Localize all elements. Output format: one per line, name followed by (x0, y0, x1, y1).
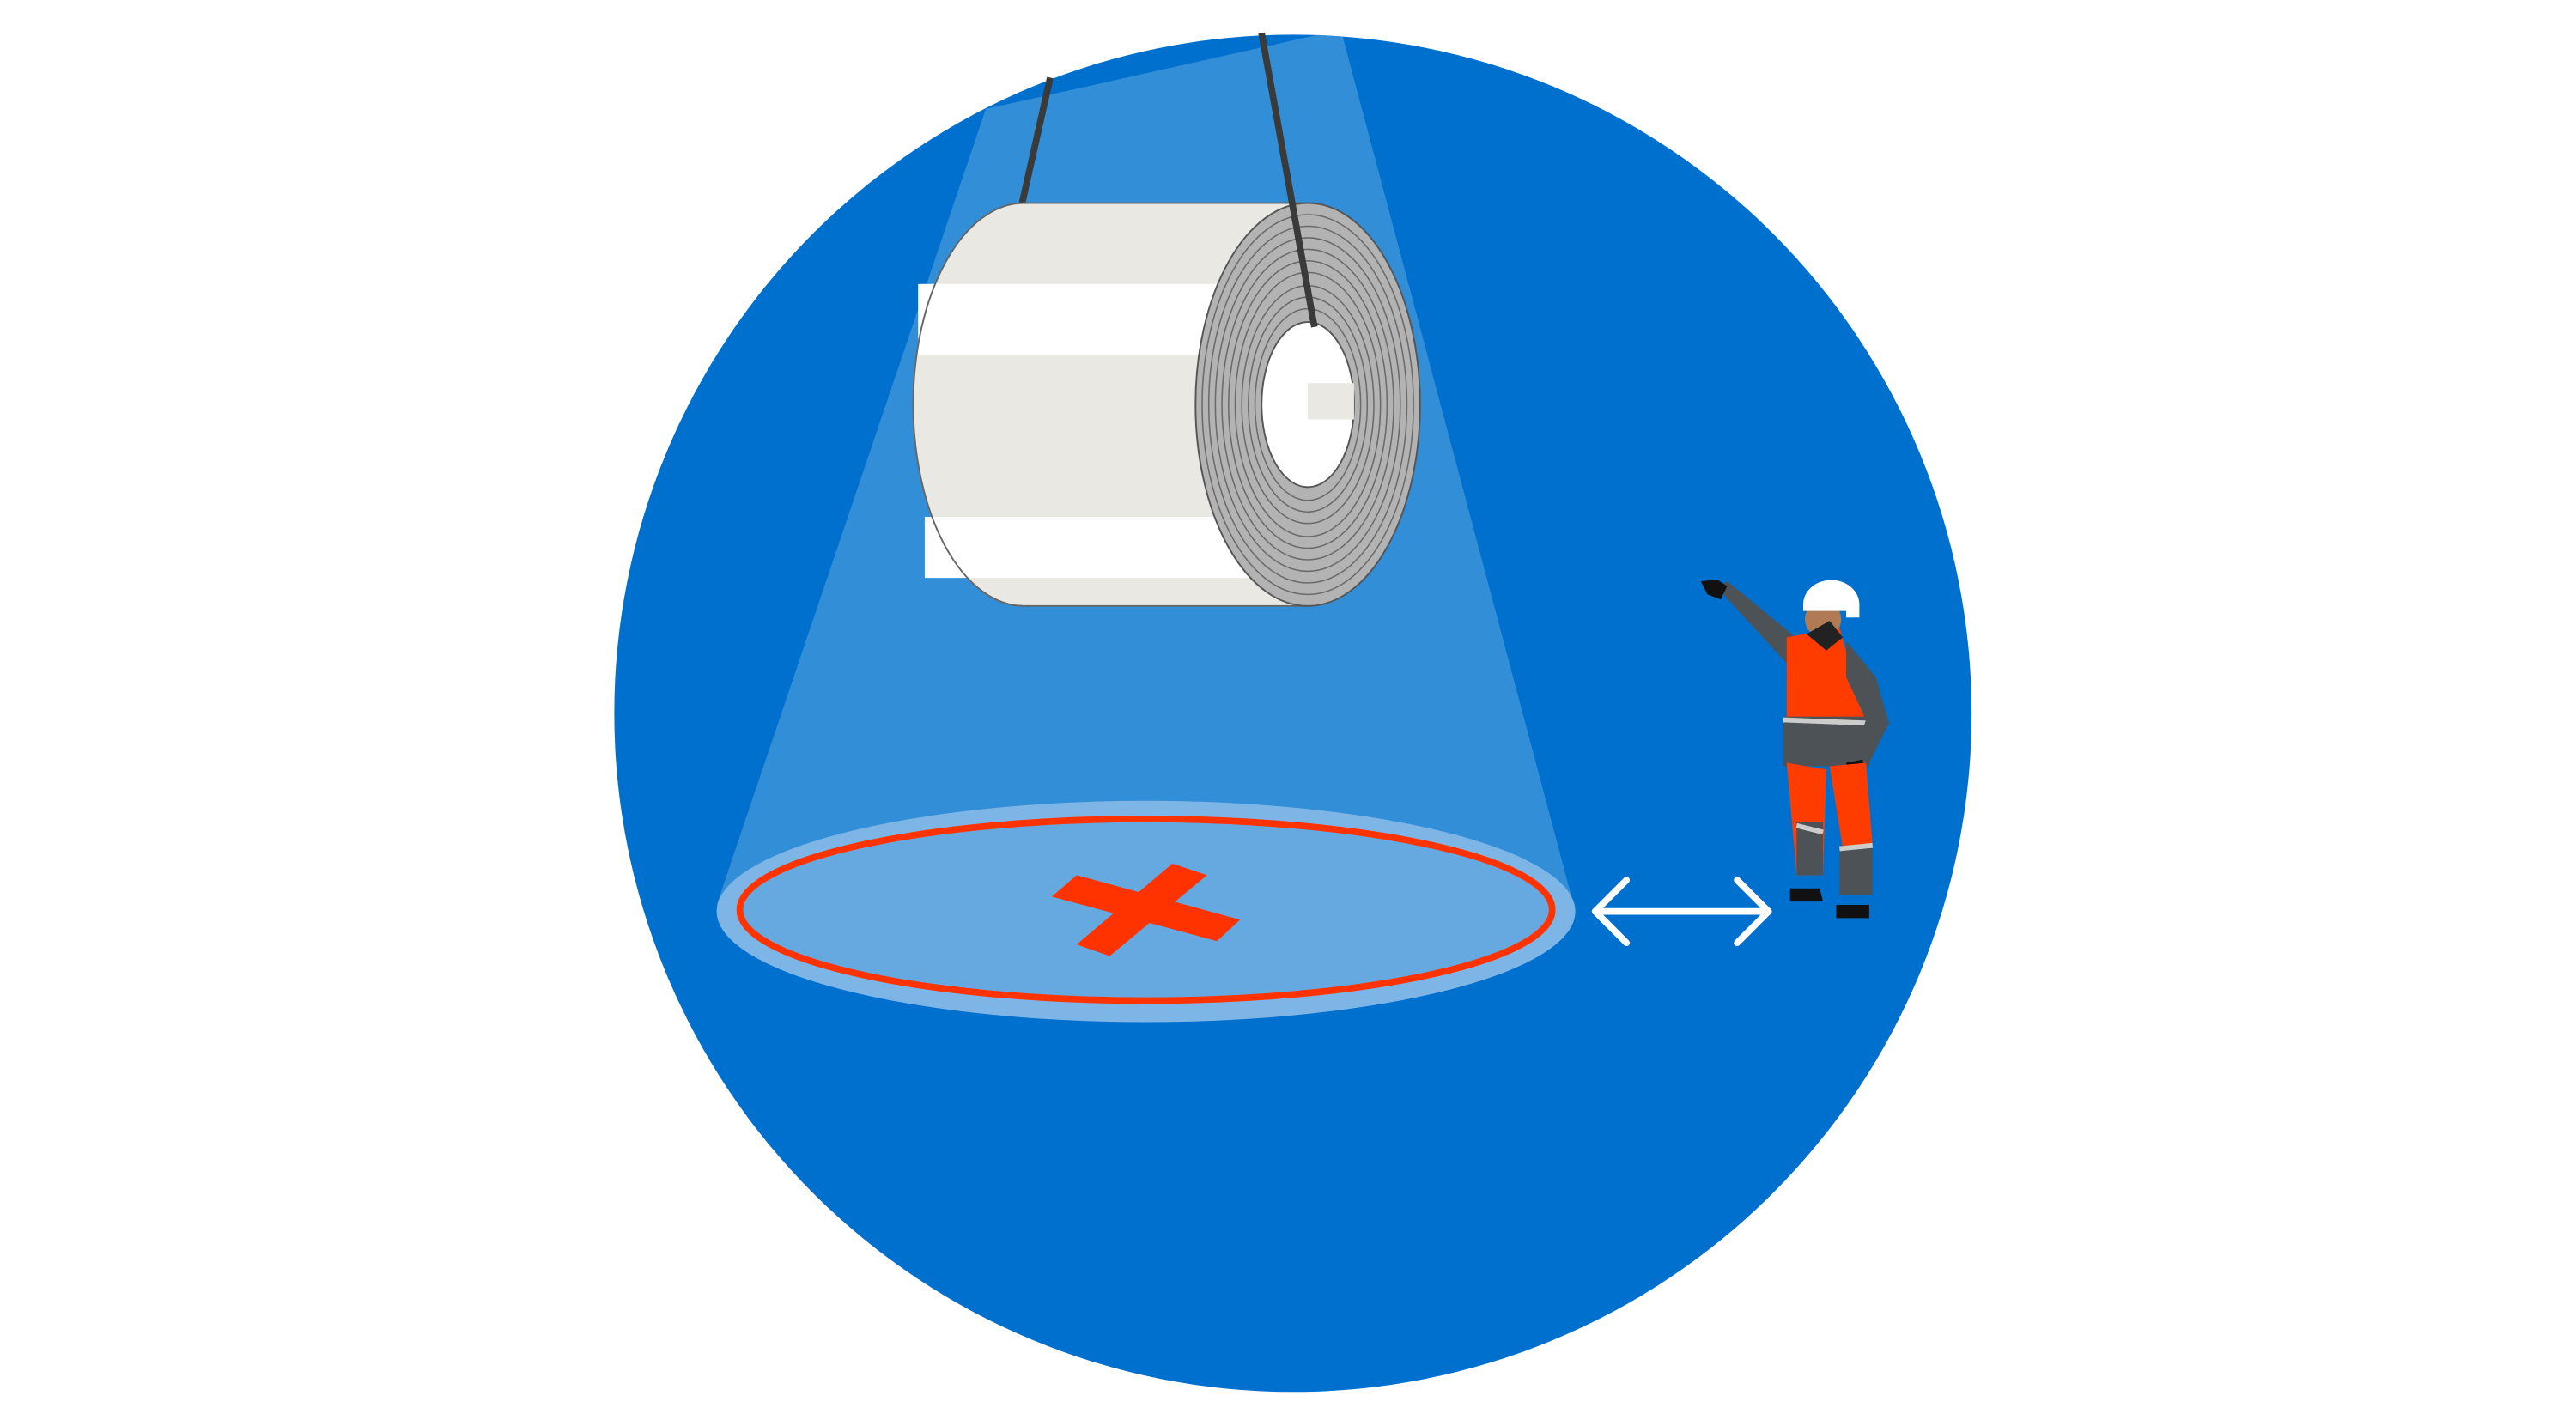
crane-cable-left (1018, 76, 1054, 204)
steel-coil (912, 202, 1421, 607)
safe-distance-arrow (1591, 877, 1772, 947)
worker-figure (1700, 580, 1889, 919)
hard-hat-icon (1803, 580, 1860, 618)
danger-x-mark (1052, 863, 1241, 956)
crane-cable-right (1258, 32, 1318, 328)
